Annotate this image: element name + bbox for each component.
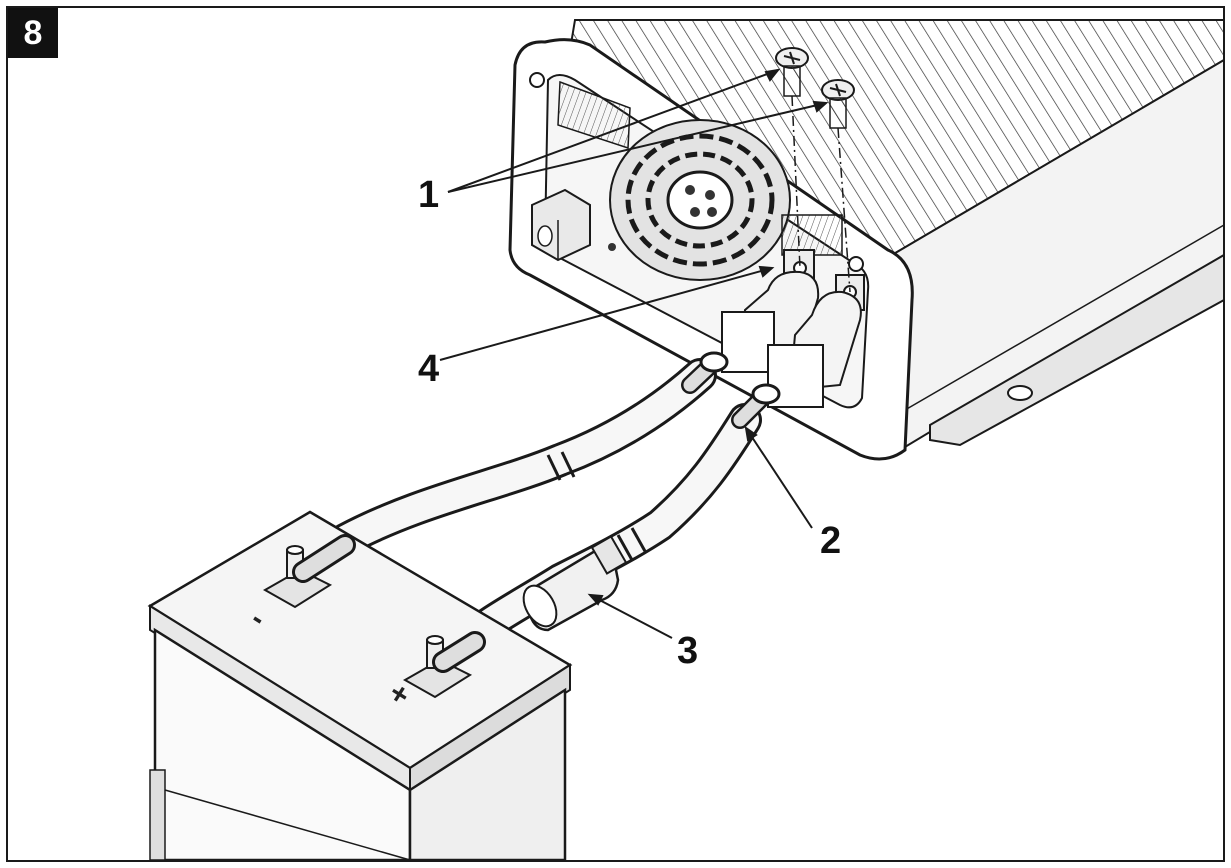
figure-number-badge: 8 <box>8 8 58 58</box>
battery <box>147 510 573 862</box>
mounting-flange <box>929 253 1225 447</box>
screw-2 <box>821 79 855 293</box>
panel-led <box>608 243 616 251</box>
flange-hole <box>1007 385 1033 401</box>
battery-side <box>408 687 567 862</box>
inverter-housing <box>508 19 1225 461</box>
battery-positive-terminal <box>402 631 486 699</box>
callout-label-1: 1 <box>418 174 440 216</box>
leader-lines <box>439 68 829 639</box>
screw-1 <box>775 47 809 269</box>
negative-cable <box>328 351 729 557</box>
cable-boots <box>721 270 862 408</box>
inline-fuse <box>522 535 628 632</box>
callout-label-3: 3 <box>677 630 699 672</box>
callout-label-2: 2 <box>820 520 842 562</box>
remote-socket <box>531 188 591 262</box>
callout-label-4: 4 <box>418 348 440 390</box>
battery-negative-terminal <box>262 534 356 609</box>
fan-grille <box>609 119 791 281</box>
